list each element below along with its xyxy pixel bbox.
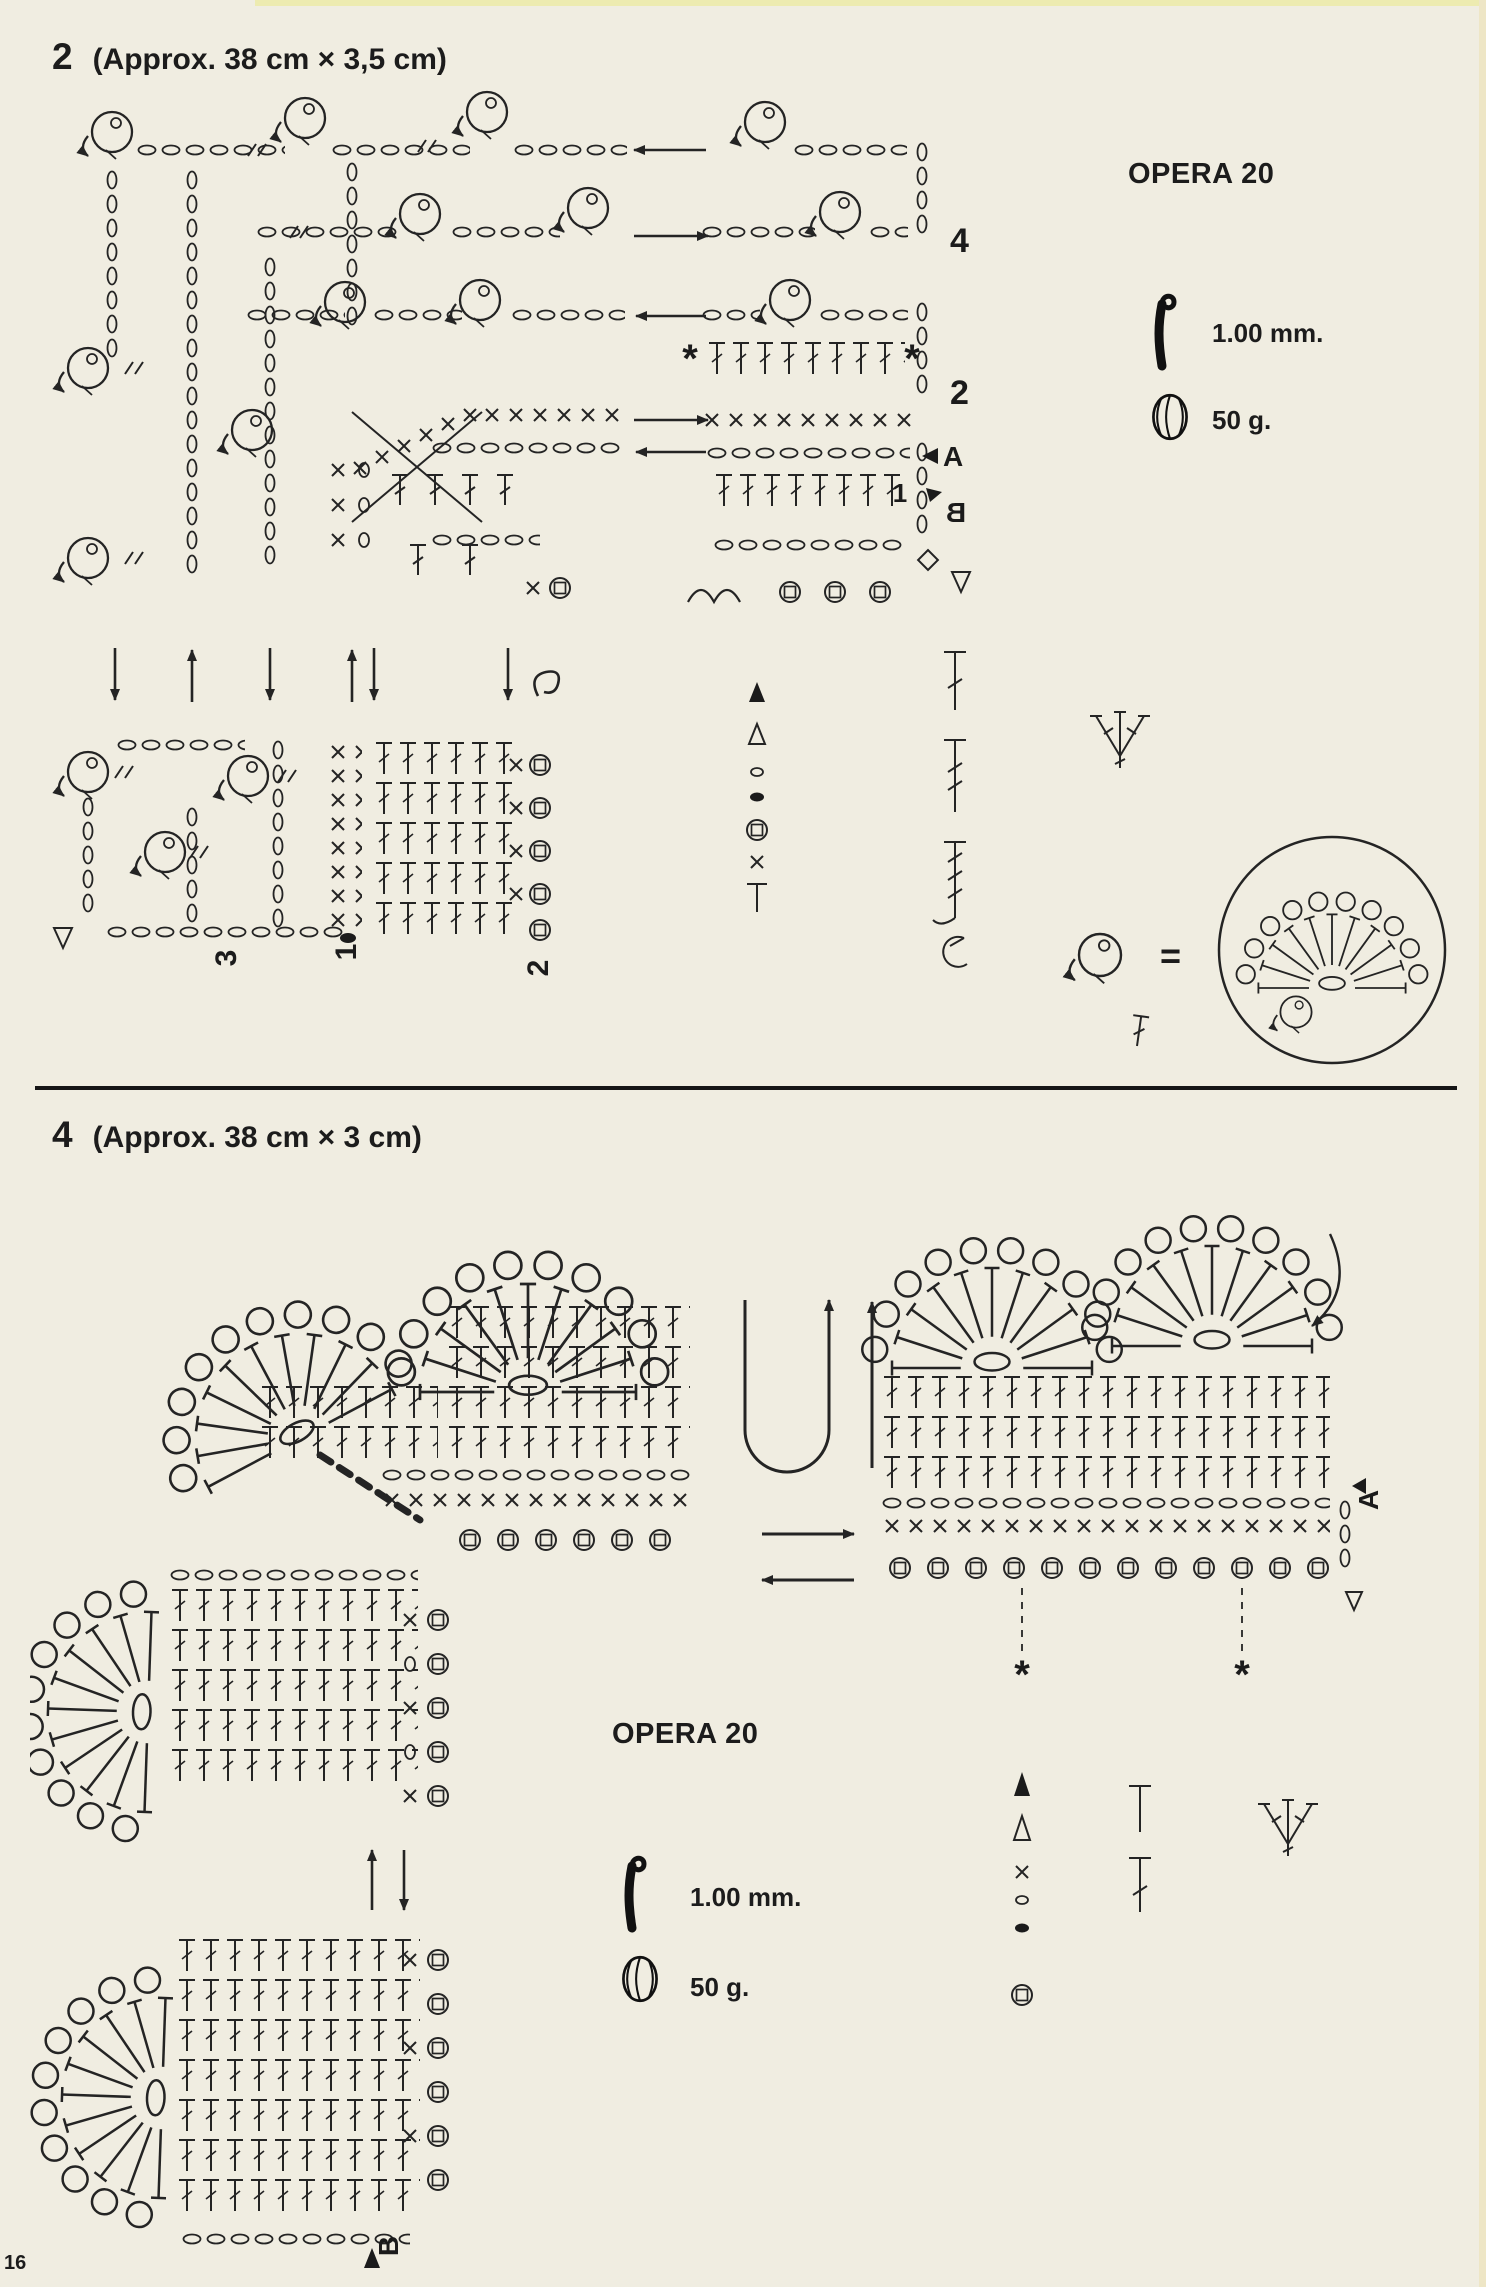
yarn-brand-label: OPERA 20 <box>612 1718 759 1750</box>
bead-icon <box>746 819 768 841</box>
pattern-dimensions: (Approx. 38 cm × 3 cm) <box>92 1121 422 1154</box>
yarn-weight-label: 50 g. <box>1212 405 1272 435</box>
turning-slash-marks <box>124 139 437 565</box>
scan-artifact-right <box>1479 0 1486 2287</box>
sc-tee-icon <box>747 883 767 912</box>
pattern2-lower-chart: 3 1 2 <box>52 738 555 977</box>
rotated-label-2: 2 <box>522 960 555 977</box>
open-triangle-icon <box>747 721 767 745</box>
marker-b-label: B <box>373 2236 404 2256</box>
yarn-weight-label: 50 g. <box>690 1972 750 2002</box>
marker-b-arrow-icon <box>364 2248 380 2268</box>
motif-detail-circle <box>1217 835 1447 1065</box>
equals-sign: = <box>1160 935 1181 976</box>
page-number: 16 <box>4 2252 27 2274</box>
right-block-rows <box>687 338 972 605</box>
pattern4-right-chart: A * * <box>861 1215 1384 1697</box>
rotated-label-1: 1 <box>330 944 363 961</box>
single-crochet-icon <box>750 855 764 869</box>
slip-stitch-icon <box>1015 1923 1029 1933</box>
open-triangle-icon <box>1012 1812 1032 1841</box>
bracket-label-4: 4 <box>950 222 969 260</box>
treble-symbols <box>1129 1785 1151 1912</box>
marker-b-label: B <box>946 497 966 528</box>
crochet-chart-pattern4: B A * <box>30 1215 1384 2268</box>
marker-a-arrow-icon <box>922 448 938 464</box>
treble-symbols <box>932 651 968 968</box>
marker-b-arrow-icon <box>926 488 942 502</box>
hook-size-label: 1.00 mm. <box>1212 318 1324 348</box>
ring-equivalence-icon <box>1070 934 1121 983</box>
chain-icon <box>1015 1895 1029 1905</box>
symbol-legend-1: = <box>746 651 1447 1065</box>
repeat-star-right: * <box>904 337 920 381</box>
slip-stitch-icon <box>750 792 764 802</box>
center-direction-arrows <box>743 1299 877 1585</box>
bead-icon <box>1011 1984 1033 2006</box>
hook-size-label: 1.00 mm. <box>690 1882 802 1912</box>
pattern4-left-chart: B <box>30 1250 690 2268</box>
pattern-dimensions: (Approx. 38 cm × 3,5 cm) <box>92 43 447 76</box>
chain-icon <box>750 767 764 777</box>
filled-triangle-icon <box>749 682 765 702</box>
row-number-1: 1 <box>893 478 907 508</box>
marker-a-label: A <box>1353 1490 1384 1510</box>
marker-a-arrow-icon <box>1352 1478 1366 1494</box>
scan-artifact-top <box>255 0 1486 6</box>
cluster-icon <box>1257 1799 1319 1857</box>
marker-a-label: A <box>943 441 963 472</box>
chain-columns <box>105 140 929 576</box>
rotated-label-3: 3 <box>210 950 243 967</box>
repeat-star-left: * <box>1014 1653 1030 1697</box>
single-crochet-icon <box>1015 1865 1029 1879</box>
repeat-star-left: * <box>682 337 698 381</box>
bracket-label-2: 2 <box>950 374 969 412</box>
section-divider <box>35 1086 1457 1090</box>
pattern-number: 2 <box>52 36 73 77</box>
row-direction-arrows <box>633 145 709 457</box>
section2-heading: 4 (Approx. 38 cm × 3 cm) <box>52 1114 422 1156</box>
cluster-icon <box>1089 711 1151 769</box>
section1-heading: 2 (Approx. 38 cm × 3,5 cm) <box>52 36 447 78</box>
cross-stitch-band <box>331 403 625 548</box>
column-direction-arrows <box>110 648 561 702</box>
yarn-brand-label: OPERA 20 <box>1128 158 1275 190</box>
crochet-chart-pattern2: 4 2 A B 1 * * <box>52 80 1447 1065</box>
pattern-number: 4 <box>52 1114 73 1155</box>
filled-triangle-icon <box>1014 1772 1030 1796</box>
symbol-legend-2 <box>1011 1772 1319 2006</box>
repeat-star-right: * <box>1234 1653 1250 1697</box>
